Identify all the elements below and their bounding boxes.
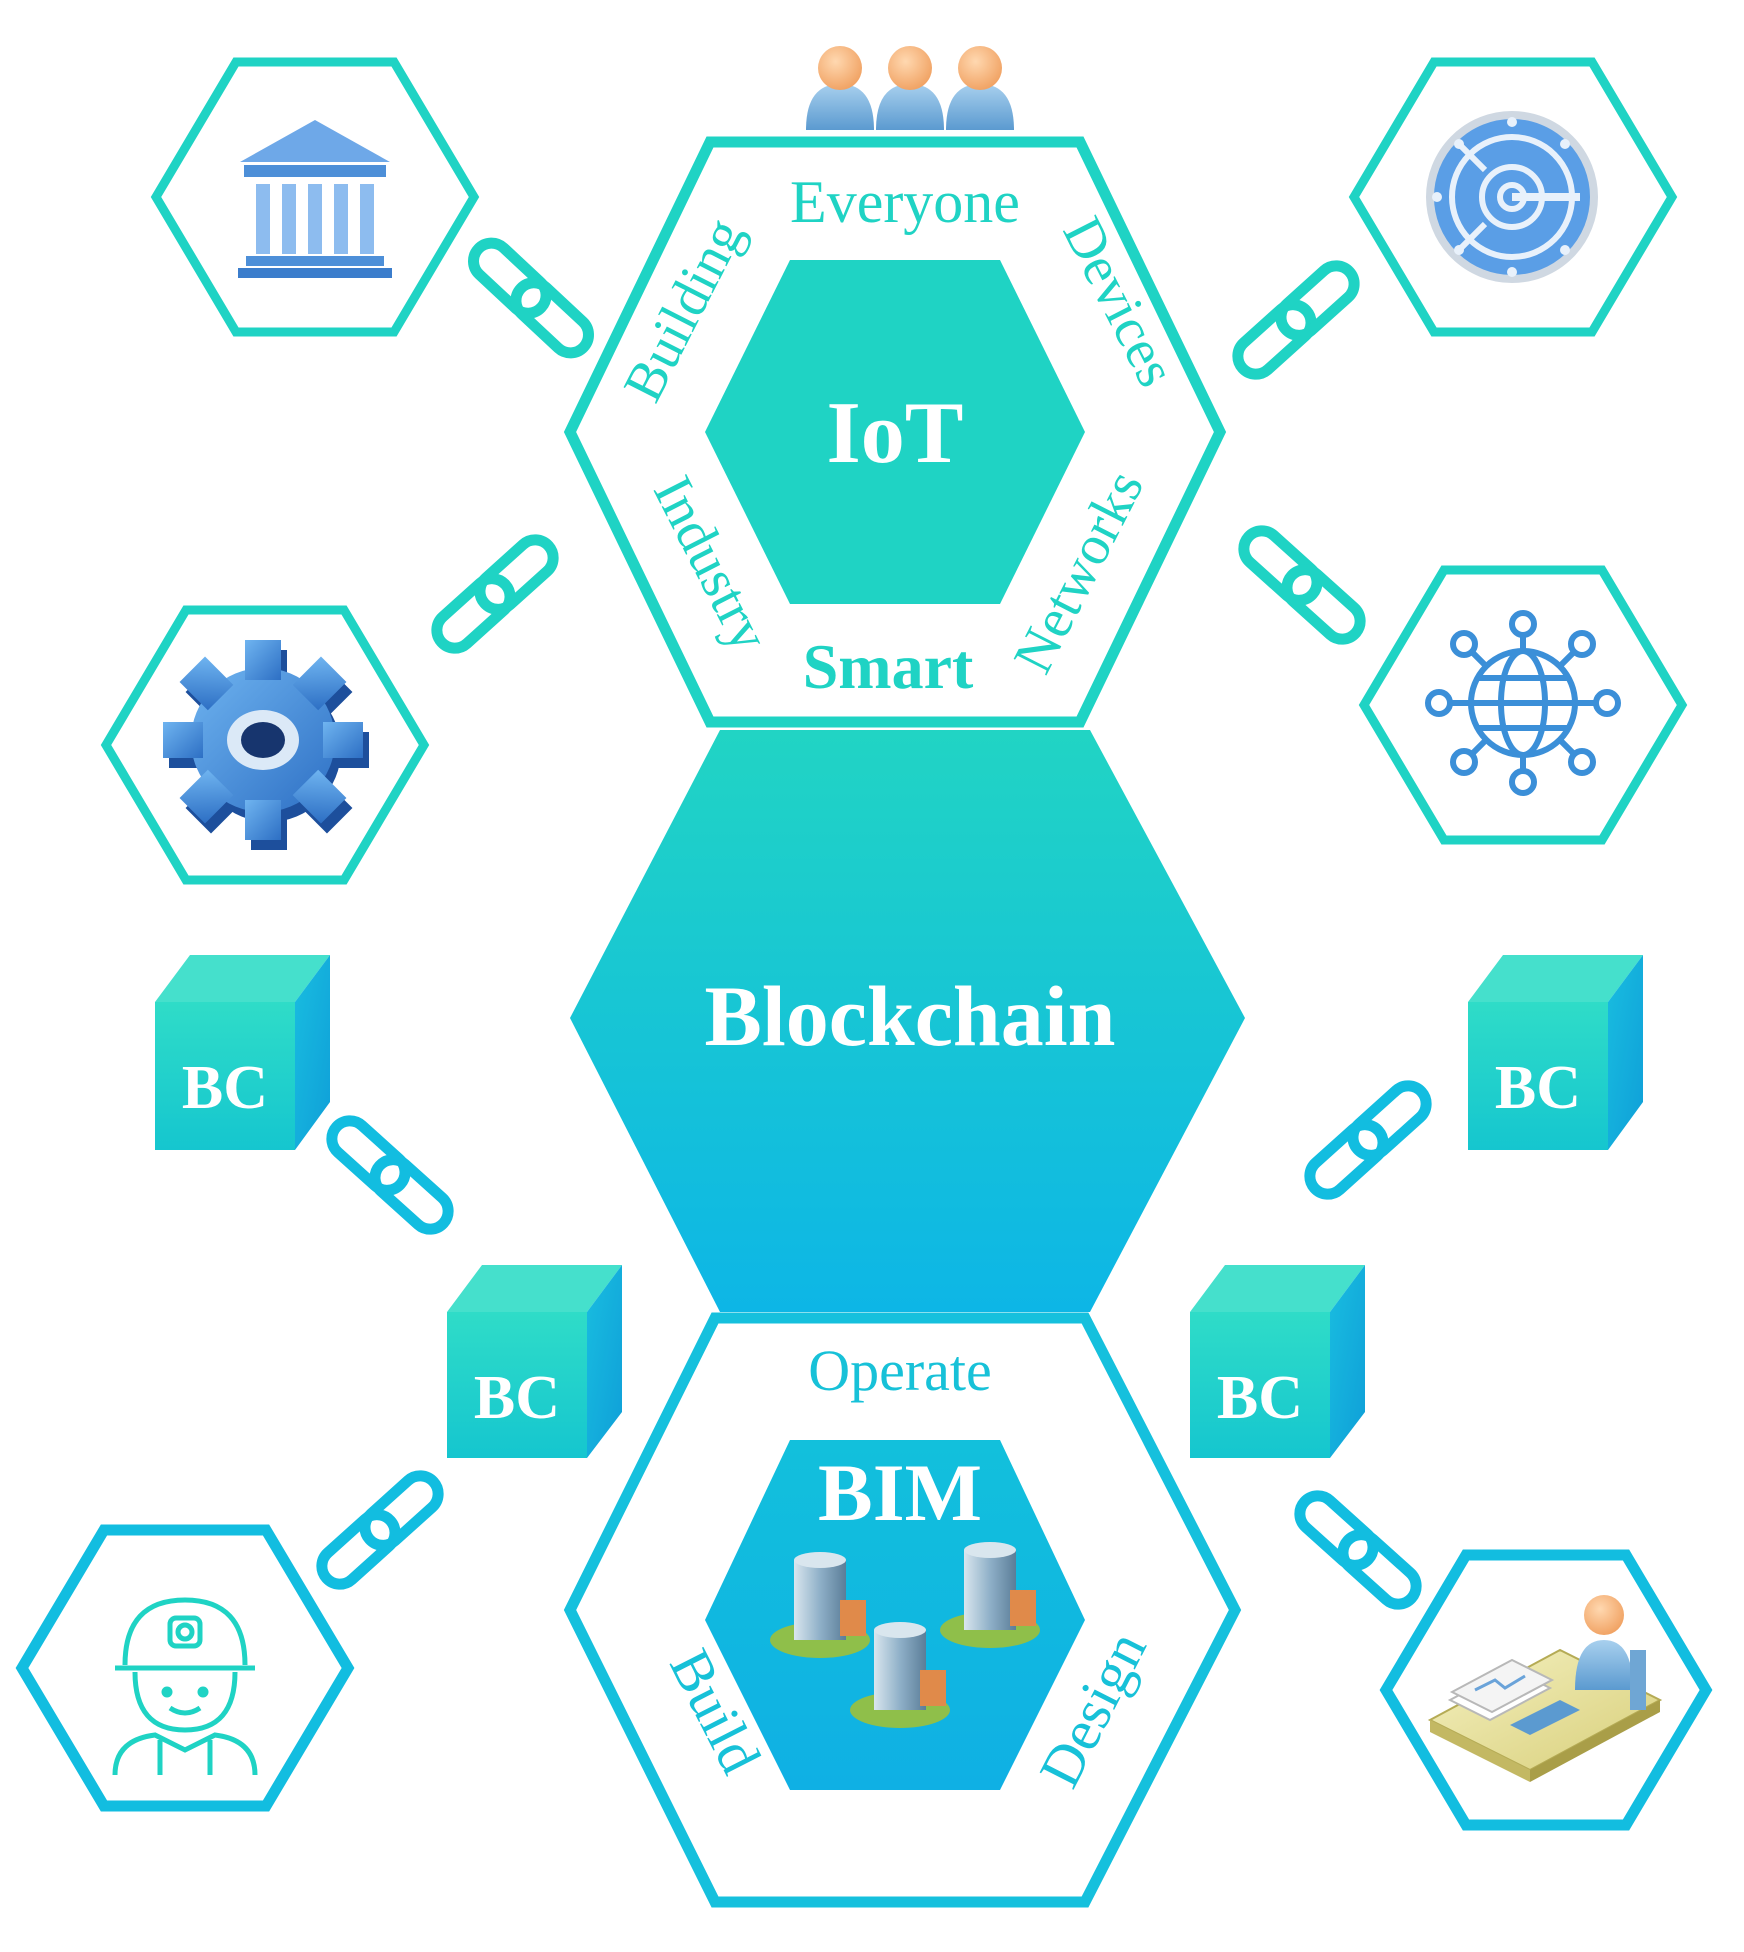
blockchain-title: Blockchain — [705, 968, 1116, 1064]
bank-icon — [238, 120, 392, 278]
iot-label-smart: Smart — [803, 631, 974, 702]
iot-title: IoT — [827, 385, 964, 482]
chain-link-icon — [314, 1468, 445, 1591]
worker-node — [15, 1524, 355, 1812]
iot-inner-hexagon — [705, 260, 1085, 604]
designer-node — [1379, 1549, 1713, 1831]
bim-hexagon: BIM Operate Build Design — [563, 1312, 1242, 1908]
chain-link-icon — [1292, 1488, 1423, 1611]
bim-title: BIM — [818, 1447, 982, 1538]
buildings-icon — [770, 1542, 1040, 1728]
chain-link-icon — [1230, 258, 1361, 381]
network-node — [1358, 565, 1688, 845]
bc-block-label: BC — [1217, 1364, 1303, 1432]
bank-node — [150, 57, 480, 337]
chain-link-icon — [1302, 1078, 1433, 1201]
people-group-icon — [806, 46, 1014, 130]
vault-node — [1348, 57, 1678, 337]
bc-block: BC — [447, 1265, 622, 1458]
chain-link-icon — [324, 1113, 455, 1236]
chain-link-icon — [1236, 523, 1367, 646]
bc-block: BC — [1468, 955, 1643, 1150]
blockchain-shape — [570, 730, 1245, 1312]
bim-inner-hexagon — [705, 1440, 1085, 1790]
bc-block-label: BC — [182, 1054, 268, 1122]
vault-safe-icon — [1426, 111, 1598, 283]
iot-label-everyone: Everyone — [790, 169, 1020, 235]
iot-hexagon: IoT Everyone Smart Building Devices Indu… — [563, 136, 1227, 728]
construction-worker-icon — [112, 1597, 258, 1776]
bc-block: BC — [155, 955, 330, 1150]
bc-block: BC — [1190, 1265, 1365, 1458]
bc-block-label: BC — [1495, 1054, 1581, 1122]
gear-node — [100, 605, 430, 885]
chain-link-icon — [466, 236, 596, 361]
bim-label-operate: Operate — [808, 1338, 992, 1403]
blockchain-hexagon: Blockchain — [570, 730, 1245, 1312]
gear-icon — [163, 640, 369, 850]
bc-block-label: BC — [474, 1364, 560, 1432]
chain-link-icon — [429, 532, 560, 655]
designer-at-desk-icon — [1427, 1595, 1663, 1782]
globe-network-icon — [1425, 610, 1621, 796]
